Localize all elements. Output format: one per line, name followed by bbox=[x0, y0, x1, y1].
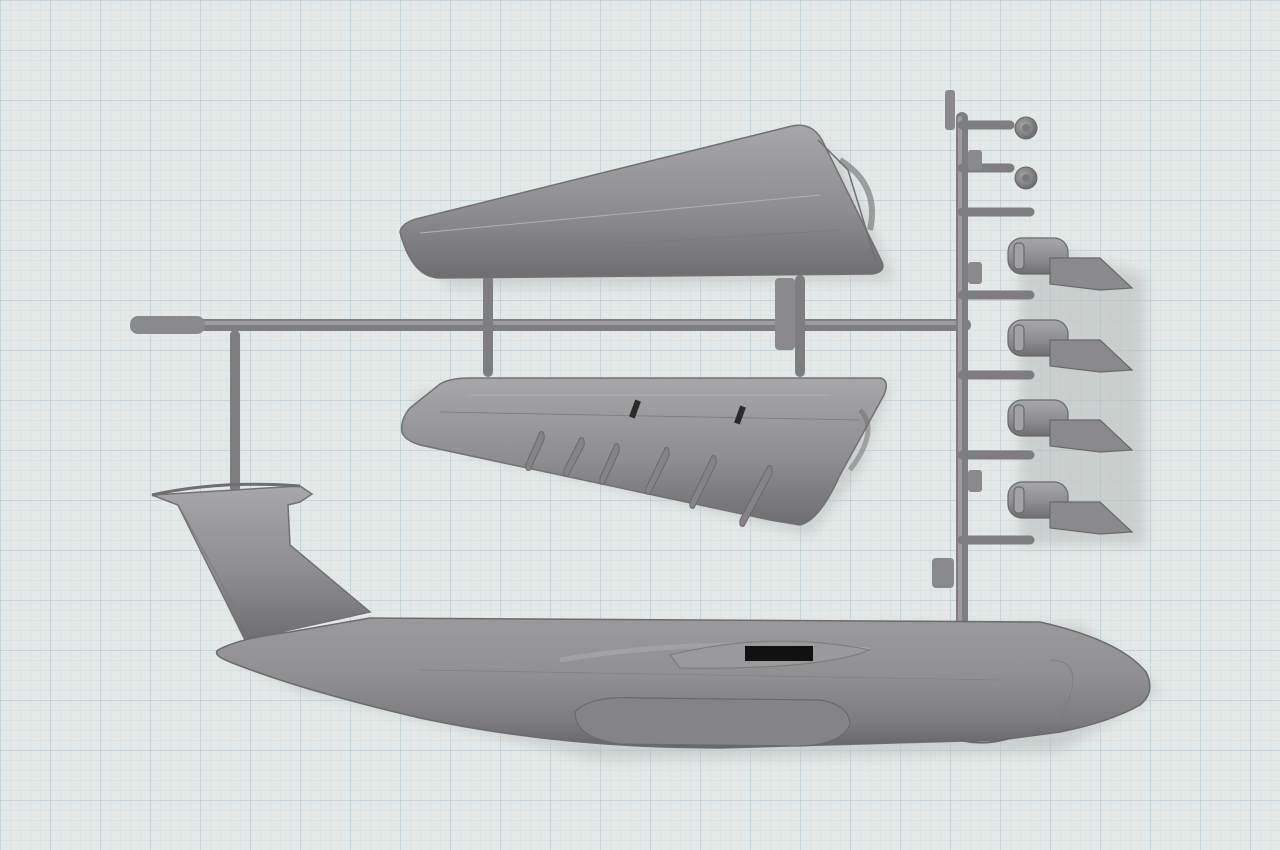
flap-fairings bbox=[525, 431, 773, 527]
engine-nacelle-3 bbox=[1007, 399, 1134, 453]
upper-wing bbox=[399, 124, 884, 279]
sprue-top-tab bbox=[945, 90, 955, 130]
engine-nacelle-2 bbox=[1007, 319, 1134, 373]
tail-fin bbox=[151, 482, 372, 641]
sprue-small-tabs bbox=[968, 262, 982, 492]
engine-nacelle-1 bbox=[1007, 237, 1134, 291]
fuselage bbox=[215, 617, 1151, 749]
wing-slot bbox=[734, 405, 746, 425]
sprue-corner-tab bbox=[932, 558, 954, 588]
engine-nacelle-4 bbox=[1007, 481, 1134, 535]
sprue-end-tab bbox=[130, 316, 205, 334]
engine-nacelles bbox=[1007, 237, 1134, 535]
lower-wing bbox=[400, 377, 887, 527]
landing-wheels bbox=[968, 116, 1038, 190]
sprue-frame bbox=[134, 112, 1035, 626]
cockpit-window-cutout bbox=[745, 646, 813, 661]
sprue-gate-tab bbox=[775, 278, 795, 350]
wing-slot bbox=[629, 399, 641, 419]
